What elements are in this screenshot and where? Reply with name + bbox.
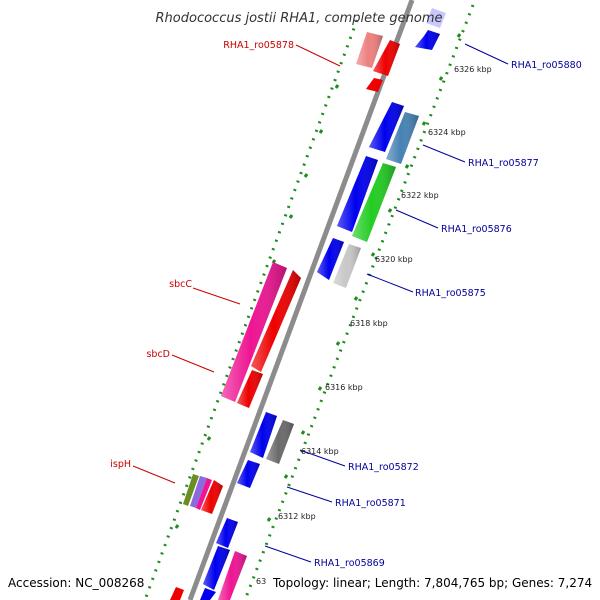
- left-gene-labels: RHA1_ro05878 sbcC sbcD ispH: [110, 40, 294, 470]
- gene-label-ro05877[interactable]: RHA1_ro05877: [468, 158, 539, 169]
- tick-label: 6322 kbp: [401, 191, 439, 200]
- gene-label-ro05878[interactable]: RHA1_ro05878: [223, 40, 294, 51]
- tick-label: 6316 kbp: [325, 383, 363, 392]
- left-outer-track: [143, 19, 359, 600]
- footer-topology-bg: [270, 572, 592, 592]
- gene-olive[interactable]: [183, 474, 199, 506]
- tick-label: 6326 kbp: [454, 65, 492, 74]
- strand-axis: [187, 0, 415, 600]
- gene-label-ro05872[interactable]: RHA1_ro05872: [348, 462, 419, 473]
- leader-lines: [132, 43, 509, 563]
- tick-label: 6324 kbp: [428, 128, 466, 137]
- genes: [170, 8, 446, 600]
- tick-labels: 6326 kbp 6324 kbp 6322 kbp 6320 kbp 6318…: [256, 65, 492, 586]
- map-title: Rhodococcus jostii RHA1, complete genome: [156, 11, 443, 26]
- footer-accession-bg: [4, 572, 146, 592]
- tick-label: 6314 kbp: [301, 447, 339, 456]
- gene-label-ro05869[interactable]: RHA1_ro05869: [314, 558, 385, 569]
- gene-ro05878-tail[interactable]: [366, 78, 383, 92]
- gene-ro05880-top[interactable]: [426, 8, 446, 28]
- tick-label: 63: [256, 577, 266, 586]
- gene-label-sbcC[interactable]: sbcC: [169, 279, 192, 290]
- dotted-tracks: [143, 4, 475, 600]
- gene-label-ro05871[interactable]: RHA1_ro05871: [335, 498, 406, 509]
- gene-label-ro05876[interactable]: RHA1_ro05876: [441, 224, 512, 235]
- gene-red-bottom[interactable]: [170, 587, 184, 600]
- gene-label-ro05875[interactable]: RHA1_ro05875: [415, 288, 486, 299]
- gene-violet[interactable]: [190, 476, 207, 508]
- tick-label: 6312 kbp: [278, 512, 316, 521]
- gene-label-ro05880[interactable]: RHA1_ro05880: [511, 60, 582, 71]
- tick-label: 6320 kbp: [375, 255, 413, 264]
- gene-blue-bottom-tail[interactable]: [200, 588, 216, 600]
- tick-label: 6318 kbp: [350, 319, 388, 328]
- footer-accession: Accession: NC_008268: [8, 576, 144, 590]
- gene-pink-small[interactable]: [196, 478, 212, 510]
- gene-label-ispH[interactable]: ispH: [110, 459, 131, 470]
- footer-topology: Topology: linear; Length: 7,804,765 bp; …: [272, 576, 592, 590]
- right-gene-labels: RHA1_ro05880 RHA1_ro05877 RHA1_ro05876 R…: [314, 60, 582, 569]
- gene-label-sbcD[interactable]: sbcD: [146, 349, 170, 360]
